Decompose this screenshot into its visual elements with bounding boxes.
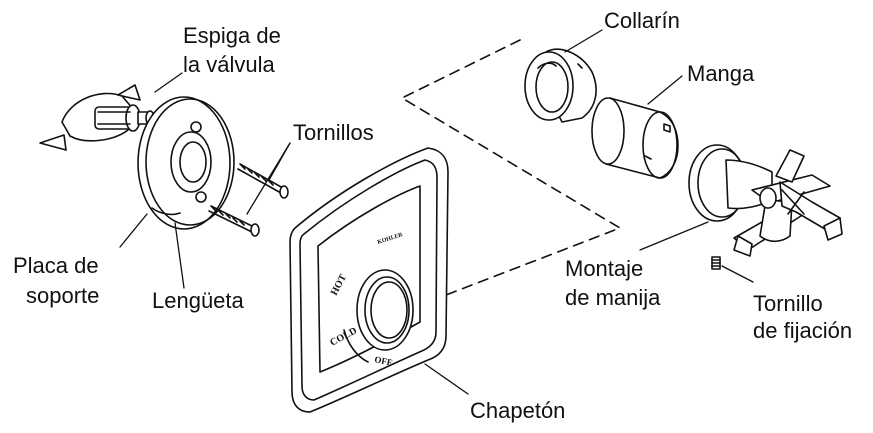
- valve-stem: [39, 84, 155, 151]
- label-handle-assembly-line1: Montaje: [565, 256, 644, 281]
- label-sleeve: Manga: [687, 61, 755, 86]
- label-screws: Tornillos: [293, 120, 374, 145]
- label-collar: Collarín: [604, 8, 680, 33]
- label-handle-assembly-line2: de manija: [565, 285, 661, 310]
- screw-lower: [208, 205, 260, 237]
- label-mounting-plate-line1: Placa de: [13, 253, 99, 278]
- label-valve-stem-line1: Espiga de: [183, 23, 281, 48]
- set-screw: [711, 256, 721, 270]
- label-set-screw-line2: de fijación: [753, 318, 853, 343]
- label-tab: Lengüeta: [152, 288, 244, 313]
- label-escutcheon: Chapetón: [470, 398, 566, 423]
- collar: [524, 48, 597, 123]
- label-mounting-plate-line2: soporte: [26, 283, 100, 308]
- leader-lines: [119, 29, 754, 395]
- escutcheon: [289, 147, 449, 413]
- assembly-guide-dashed: [401, 39, 621, 306]
- screw-upper: [237, 163, 289, 199]
- label-valve-stem-line2: la válvula: [183, 52, 275, 77]
- escutcheon-off: OFF: [374, 354, 394, 368]
- label-set-screw-line1: Tornillo: [753, 291, 823, 316]
- sleeve: [591, 97, 679, 179]
- mounting-plate: [137, 96, 235, 230]
- handle-assembly: [688, 144, 843, 257]
